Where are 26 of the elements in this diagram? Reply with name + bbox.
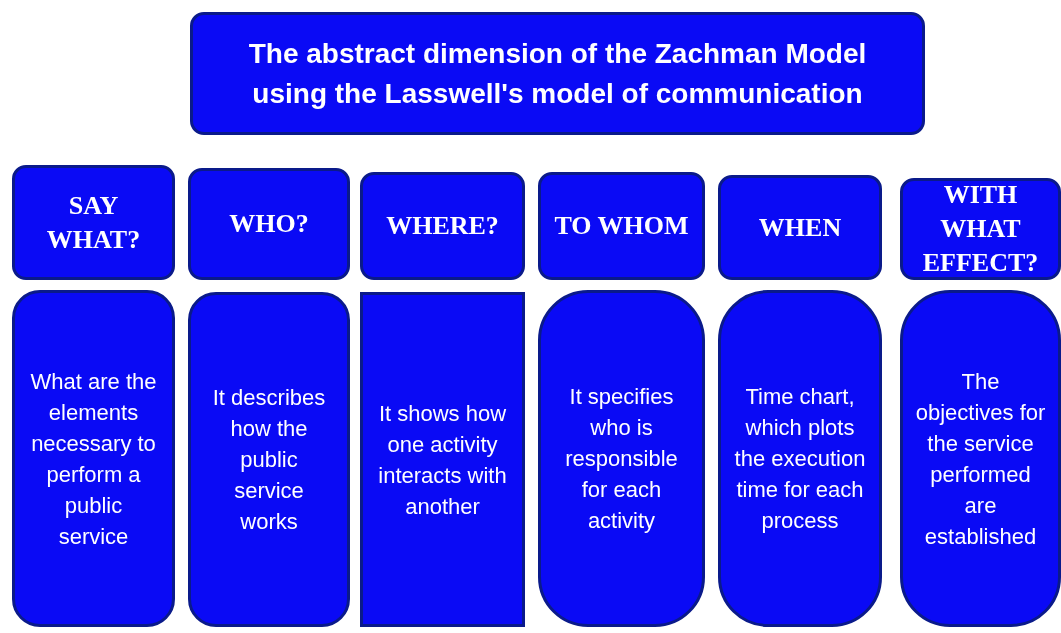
header-box <box>360 172 525 280</box>
description-box <box>360 292 525 627</box>
description-text: What are the elements necessary to perform a public service <box>29 367 158 551</box>
description-box <box>718 290 882 627</box>
description-box <box>900 290 1061 627</box>
description-text: The objectives for the service performed are established <box>914 367 1047 551</box>
header-box <box>12 165 175 280</box>
description-box <box>188 292 350 627</box>
description-text: It describes how the public service works <box>211 384 327 536</box>
header-text: WHERE? <box>385 210 500 242</box>
description-box <box>538 290 705 627</box>
description-text: Time chart, which plots the execution time for each process <box>733 383 867 535</box>
header-text: TO WHOM <box>553 210 690 242</box>
title-text: The abstract dimension of the Zachman Model using the Lasswell's model of communication <box>247 36 868 111</box>
description-text: It shows how one activity interacts with another <box>377 399 508 521</box>
description-text: It specifies who is responsible for each activity <box>564 383 679 535</box>
title-box <box>190 12 925 135</box>
description-box <box>12 290 175 627</box>
header-text: WHO? <box>228 208 310 240</box>
header-text: WITH WHAT EFFECT? <box>921 179 1040 279</box>
header-box <box>900 178 1061 280</box>
header-text: SAY WHAT? <box>45 189 142 256</box>
header-box <box>188 168 350 280</box>
header-box <box>718 175 882 280</box>
header-text: WHEN <box>757 211 843 244</box>
header-box <box>538 172 705 280</box>
